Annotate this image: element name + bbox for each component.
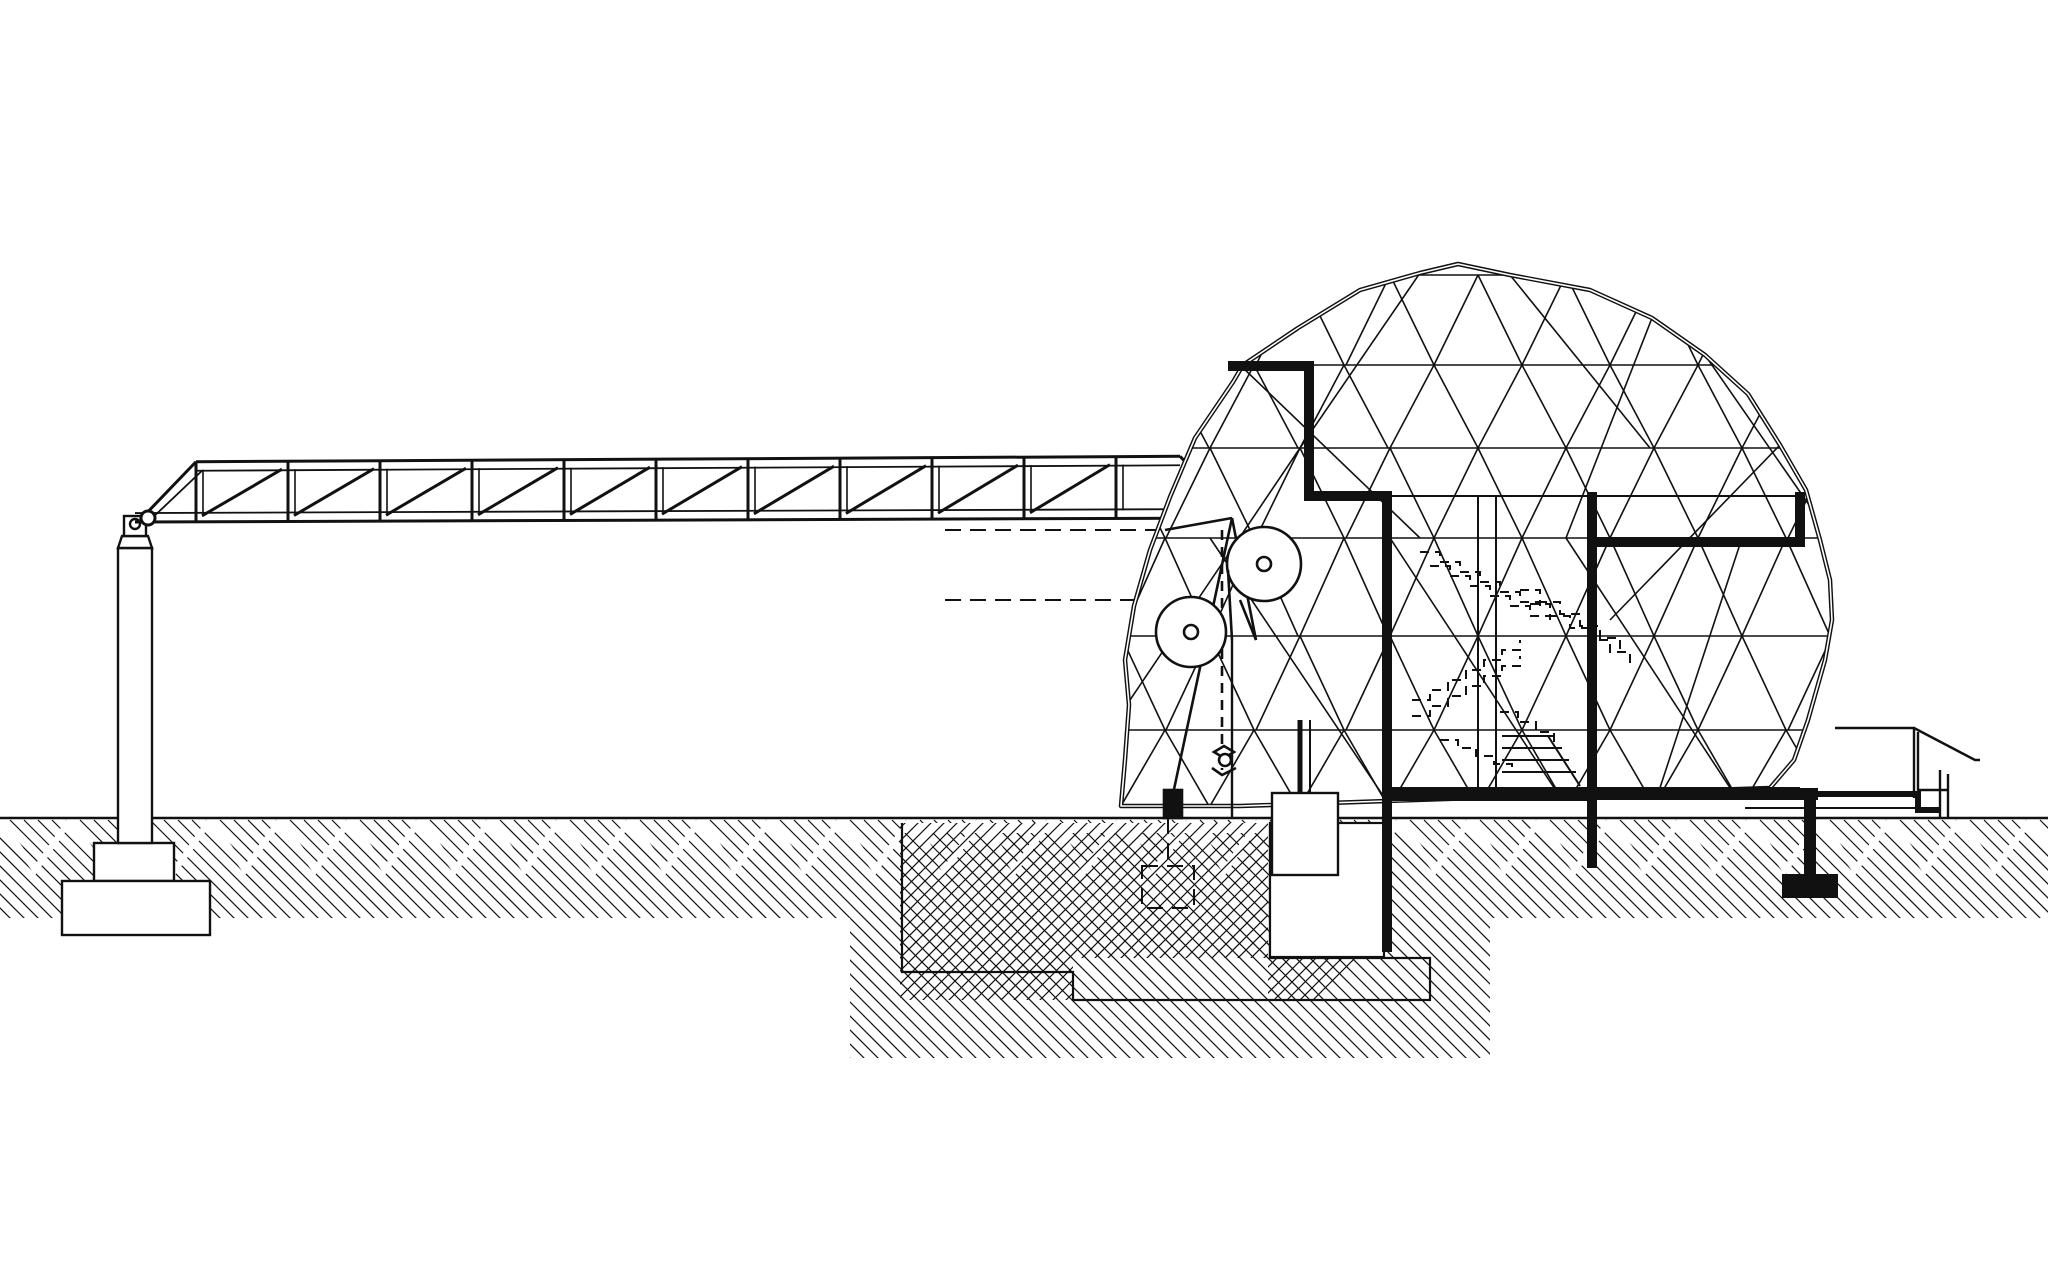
soil-hatching	[0, 818, 2048, 1058]
truss-arm	[134, 454, 1236, 527]
support-column	[116, 514, 154, 845]
floor-slab	[1387, 788, 1940, 898]
hidden-stepped-lines	[1412, 551, 1631, 772]
terrace-railing	[1835, 726, 1980, 818]
machinery-housing	[1230, 640, 1340, 877]
geodesic-dome	[1118, 261, 1835, 809]
stair	[1502, 735, 1581, 787]
dashed-hidden-lines	[945, 529, 1195, 909]
cable-pulleys	[1154, 516, 1303, 820]
